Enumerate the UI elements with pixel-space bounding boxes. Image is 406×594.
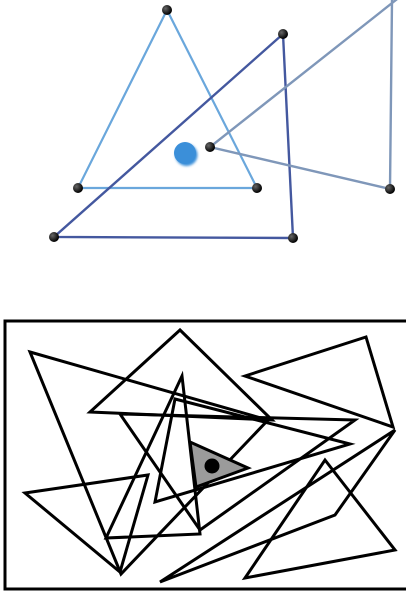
highlighted-point: [204, 458, 220, 474]
triangle-outline: [159, 428, 397, 584]
triangle-outline: [21, 473, 151, 575]
triangle-light-blue: [76, 7, 259, 190]
vertex-marker: [205, 142, 215, 152]
query-point: [174, 142, 196, 164]
vertex-marker: [73, 183, 83, 193]
triangle-outline: [153, 397, 356, 505]
triangle-outline: [240, 335, 396, 430]
bottom-panel: [3, 319, 406, 591]
triangle-slate: [207, 0, 398, 191]
vertex-marker: [288, 233, 298, 243]
top-panel: [49, 0, 398, 243]
vertex-marker: [49, 232, 59, 242]
triangle-navy: [50, 31, 295, 240]
vertex-marker: [385, 184, 395, 194]
frame: [3, 319, 406, 591]
vertex-markers: [49, 5, 395, 243]
vertex-marker: [252, 183, 262, 193]
vertex-marker: [278, 29, 288, 39]
triangle-outline: [241, 457, 398, 581]
vertex-marker: [162, 5, 172, 15]
